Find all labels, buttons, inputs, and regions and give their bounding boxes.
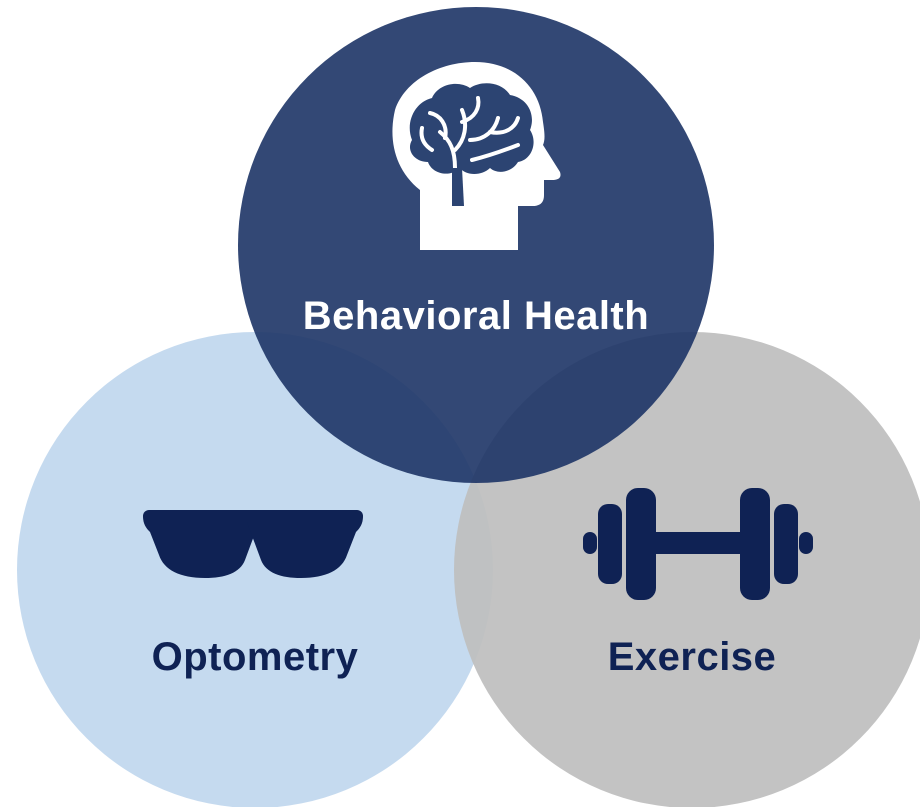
dumbbell-icon: [583, 488, 813, 600]
optometry-label: Optometry: [152, 635, 359, 679]
brain-head-icon: [392, 62, 561, 250]
exercise-label: Exercise: [608, 635, 777, 679]
sunglasses-icon: [143, 510, 363, 578]
behavioral-health-label: Behavioral Health: [303, 294, 649, 338]
